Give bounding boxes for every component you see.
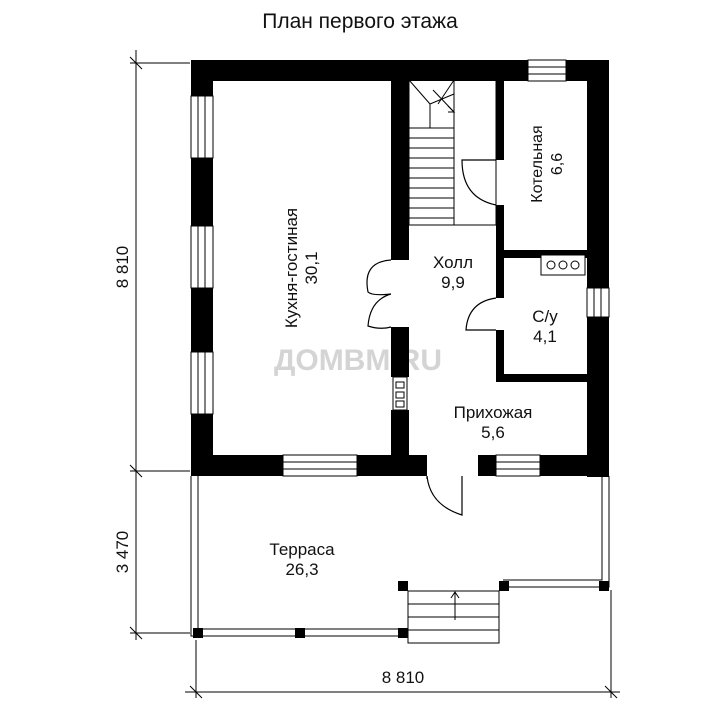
terrace-posts [193, 581, 609, 638]
dim-width: 8 810 [382, 668, 425, 687]
room-kitchen-label: Кухня-гостиная 30,1 [282, 208, 321, 328]
hall-name: Холл [433, 253, 473, 272]
window-right [586, 287, 610, 318]
entry-steps [407, 590, 500, 644]
windows [190, 59, 610, 477]
window-top [527, 59, 567, 82]
kitchen-area: 30,1 [302, 251, 321, 284]
window-bottom-entry [495, 454, 541, 477]
staircase [408, 79, 497, 226]
kitchen-name: Кухня-гостиная [282, 208, 301, 328]
plan-title: План первого этажа [262, 10, 458, 33]
window-left-2 [190, 225, 214, 289]
door-kitchen-hall [366, 259, 392, 329]
door-front [426, 475, 463, 516]
watermark: ДОМВМ.RU [274, 344, 442, 377]
door-boiler [461, 159, 497, 206]
window-bottom-kitchen [282, 454, 358, 477]
doors [366, 159, 497, 516]
window-left-1 [190, 95, 214, 159]
terrace [190, 476, 610, 637]
boiler-area: 6,6 [549, 153, 566, 175]
dim-house-height: 8 810 [113, 246, 132, 289]
hall-area: 9,9 [441, 273, 465, 292]
exterior-walls [191, 60, 609, 477]
terrace-name: Терраса [269, 540, 335, 559]
wc-name: С/у [532, 307, 558, 326]
entry-name: Прихожая [454, 403, 533, 422]
terrace-area: 26,3 [285, 560, 318, 579]
radiator [392, 376, 408, 411]
window-left-3 [190, 351, 214, 415]
room-boiler-label: Котельная 6,6 [529, 125, 566, 202]
entry-area: 5,6 [481, 423, 505, 442]
door-wc [465, 297, 497, 331]
interior-walls [391, 80, 588, 456]
wc-area: 4,1 [533, 327, 557, 346]
boiler-name: Котельная [529, 125, 546, 202]
dim-terrace-depth: 3 470 [113, 531, 132, 574]
dimension-lines [129, 50, 620, 699]
stove [540, 254, 586, 276]
